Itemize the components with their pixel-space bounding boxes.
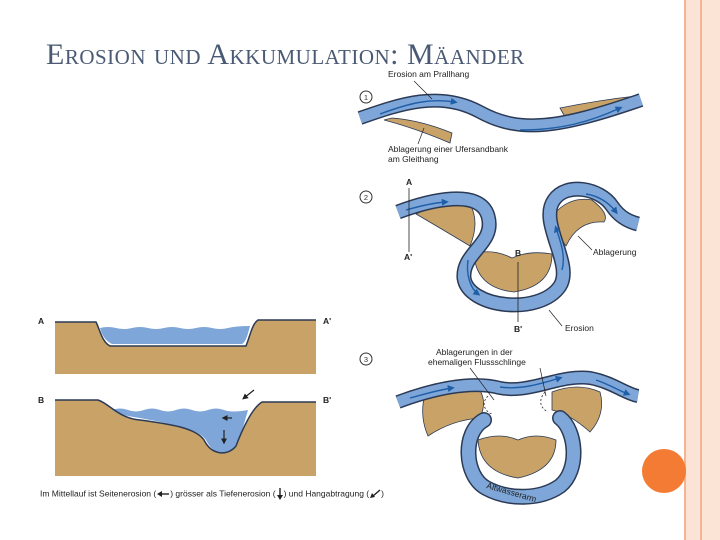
figure-3-oxbow-cutoff: 3 Ablagerungen in der ehemaligen Flusssc… (359, 347, 640, 505)
figure-3-label-line2: ehemaligen Flussschlinge (428, 357, 526, 367)
diagonal-arrow-icon (370, 489, 381, 498)
figure-2-label-b: B (515, 248, 521, 258)
figure-3-number-badge: 3 (359, 352, 373, 366)
down-arrow-icon (276, 488, 283, 500)
figure-1-flow-arrow (379, 97, 458, 115)
figure-2-label-erosion: Erosion (565, 323, 594, 333)
figure-2-label-deposit: Ablagerung (593, 247, 637, 257)
figure-3-flow-arrow (409, 385, 455, 399)
cross-section-a-water (100, 326, 250, 344)
figure-3-cutoff-dashes (540, 391, 549, 413)
caption-text-part2: ) grösser als Tiefenerosion ( (170, 488, 276, 499)
figure-2-point-bar-bottom (473, 251, 553, 293)
figure-2-label-b-prime: B' (514, 324, 522, 334)
figure-3-label-line1: Ablagerungen in der (436, 347, 513, 357)
figure-1-gentle-meander: 1 Erosion am Prallhang Ablagerung einer … (357, 69, 644, 164)
cross-section-a-ground (55, 320, 316, 374)
decorative-orange-circle (642, 449, 686, 493)
cross-section-a-label-left: A (38, 316, 44, 326)
cross-section-b-label-right: B' (323, 395, 331, 405)
cross-section-a-label-right: A' (323, 316, 331, 326)
decorative-side-strip (684, 0, 720, 540)
figure-3-cutoff-dashes (483, 395, 493, 415)
figure-1-flow-arrow (519, 106, 623, 131)
figure-2-flow-arrow (554, 225, 565, 271)
caption-text-part1: Im Mittellauf ist Seitenerosion ( (40, 488, 157, 499)
figure-3-flow-arrow (499, 375, 563, 389)
figure-2-label-a: A (406, 177, 412, 187)
cross-section-a: A A' (38, 316, 331, 374)
cross-section-b-water (112, 408, 248, 454)
figure-2-label-a-prime: A' (404, 252, 412, 262)
figure-3-flow-arrow (595, 379, 631, 396)
cross-section-b-ground (55, 400, 316, 476)
figure-2-pronounced-meander: 2 A A' B B' Ablagerung Erosion (359, 177, 640, 334)
figure-3-deposit-bottom (477, 435, 557, 479)
figure-2-flow-arrow (585, 193, 618, 215)
svg-text:3: 3 (364, 355, 368, 364)
figure-caption: Im Mittellauf ist Seitenerosion ( ) gröss… (40, 488, 384, 500)
caption-text-part4: ) (381, 488, 384, 499)
figure-1-number-badge: 1 (359, 90, 373, 104)
decorative-border-line (684, 0, 686, 540)
svg-text:1: 1 (364, 93, 368, 102)
figure-2-number-badge: 2 (359, 190, 373, 204)
cross-section-b: B B' (38, 389, 331, 476)
figure-1-label-erosion: Erosion am Prallhang (388, 69, 470, 79)
left-arrow-icon (157, 491, 170, 497)
cross-section-b-label-left: B (38, 395, 44, 405)
caption-text-part3: ) und Hangabtragung ( (283, 488, 370, 499)
figure-1-point-bar-left (383, 117, 453, 144)
figure-1-label-deposit-line2: am Gleithang (388, 154, 439, 164)
slide-title: Erosion und Akkumulation: Mäander (46, 38, 525, 71)
svg-text:2: 2 (364, 193, 368, 202)
cross-section-b-lateral-arrow (242, 389, 255, 400)
figure-1-label-deposit-line1: Ablagerung einer Ufersandbank (388, 144, 509, 154)
figure-2-flow-arrow (466, 259, 481, 296)
decorative-border-line (700, 0, 702, 540)
figure-2-flow-arrow (405, 198, 449, 211)
